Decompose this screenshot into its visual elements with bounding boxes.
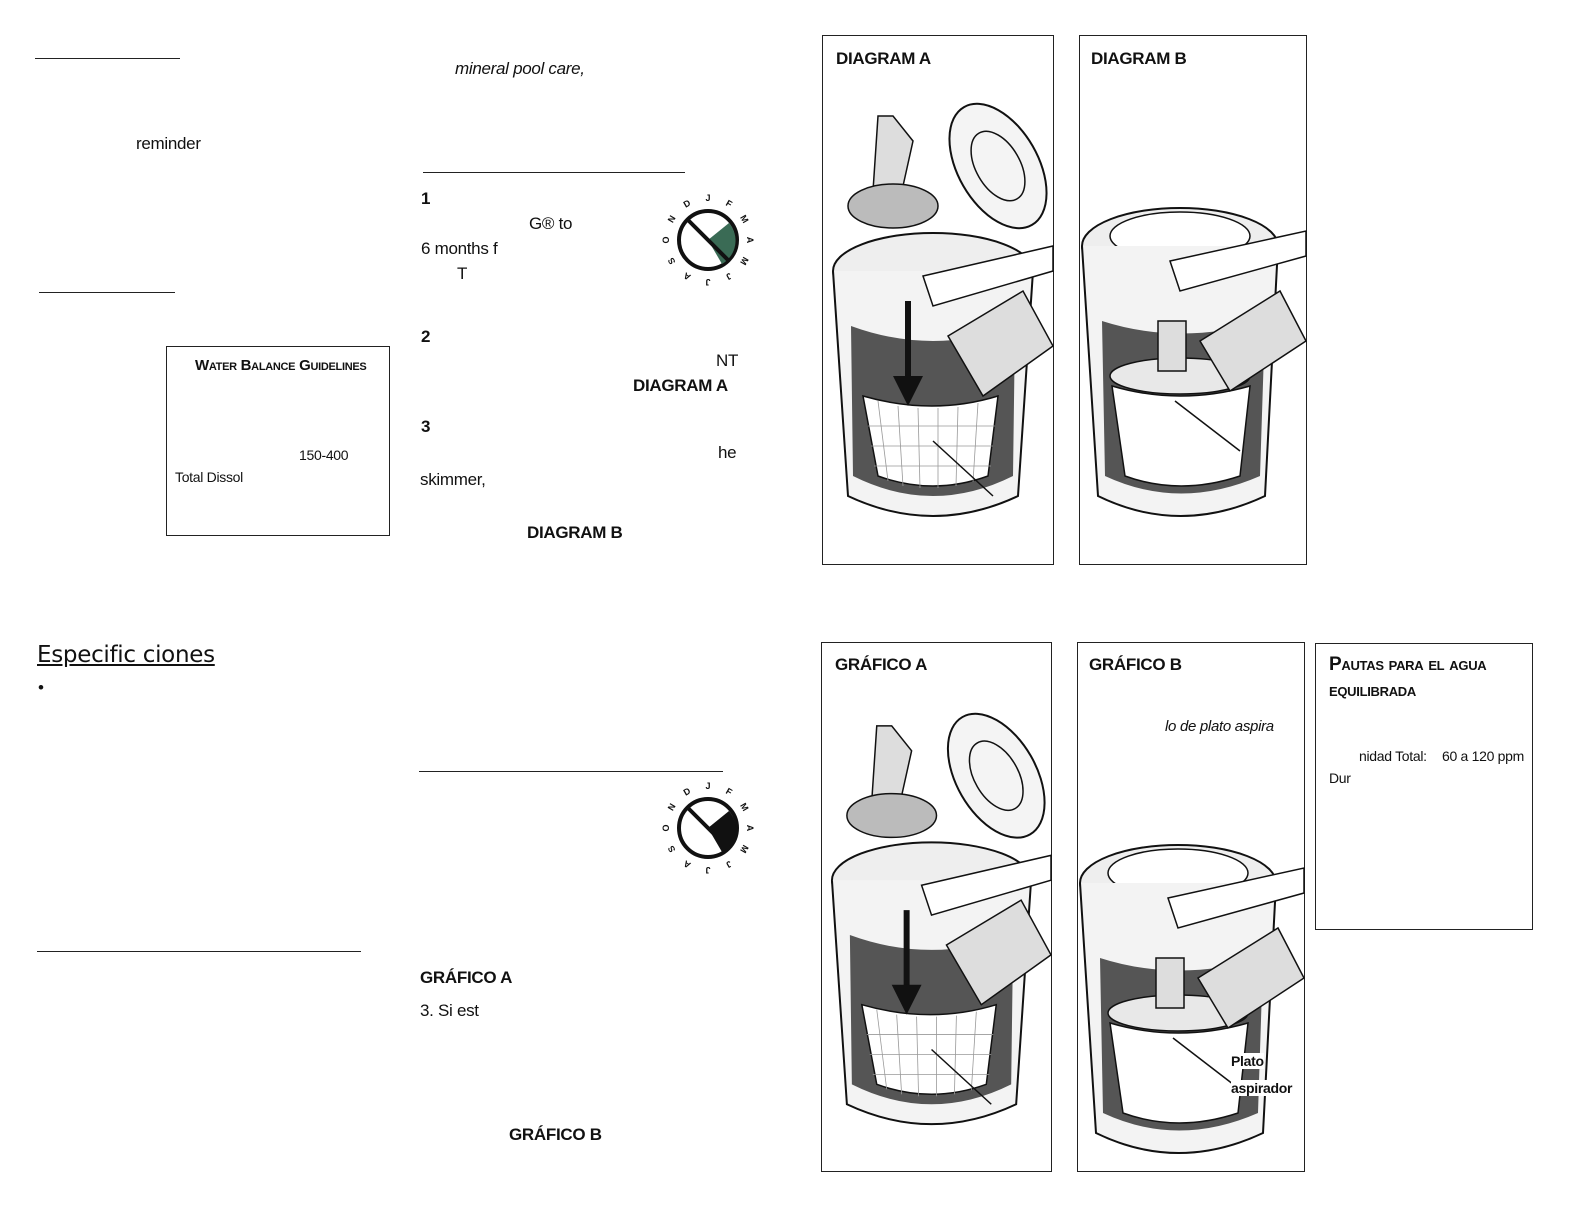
- pautas-title-line2: equilibrada: [1329, 680, 1416, 701]
- intro-italic-text: mineral pool care,: [455, 59, 585, 78]
- reminder-text: reminder: [136, 134, 201, 153]
- grafico-b-ref: GRÁFICO B: [509, 1125, 602, 1144]
- step3-diagram-ref: DIAGRAM B: [527, 523, 623, 542]
- top-left-rule-1: [35, 58, 180, 59]
- svg-text:M: M: [738, 255, 750, 266]
- step3-line1: he: [718, 443, 737, 462]
- step2-diagram-ref: DIAGRAM A: [633, 376, 728, 395]
- skimmer-basket-illustration-es: [830, 712, 1052, 1126]
- svg-text:O: O: [661, 236, 671, 243]
- especificaciones-heading: Especific ciones: [37, 642, 215, 668]
- water-balance-row-label: Total Dissol: [175, 469, 243, 485]
- step1-line2: 6 months f: [421, 239, 498, 258]
- calendar-dial-icon-bottom: J F M A M J J A S O N D: [661, 781, 755, 875]
- skimmer-basket-illustration: [832, 102, 1054, 517]
- calendar-dial-icon: J F M A M J J A S O N D: [661, 193, 755, 287]
- plato-label-line2: aspirador: [1231, 1080, 1293, 1096]
- svg-text:N: N: [666, 802, 678, 813]
- grafico-b-title: GRÁFICO B: [1089, 655, 1182, 674]
- plato-label-line1: Plato: [1231, 1053, 1264, 1069]
- svg-text:M: M: [738, 213, 750, 224]
- diagram-a-box: DIAGRAM A: [822, 35, 1054, 565]
- pautas-row2-label: Dur: [1329, 770, 1351, 786]
- svg-text:F: F: [724, 198, 734, 210]
- grafico-b-caption: lo de plato aspira: [1165, 718, 1274, 735]
- bullet-point: •: [38, 678, 44, 697]
- grafico-b-box: GRÁFICO B lo de plato aspira Plato aspir…: [1077, 642, 1305, 1172]
- bottom-middle-rule: [419, 771, 723, 772]
- svg-text:S: S: [666, 844, 678, 854]
- svg-text:S: S: [666, 256, 678, 266]
- svg-text:J: J: [705, 781, 710, 791]
- top-left-rule-2: [39, 292, 175, 293]
- svg-text:D: D: [682, 197, 693, 209]
- step1-line3: T: [457, 264, 468, 283]
- step2-line1: NT: [716, 351, 739, 370]
- svg-text:O: O: [661, 824, 671, 831]
- svg-text:A: A: [681, 270, 692, 282]
- svg-text:N: N: [666, 214, 678, 225]
- skimmer-vacuum-plate-illustration: [1081, 207, 1307, 517]
- svg-text:M: M: [738, 843, 750, 854]
- svg-text:A: A: [745, 825, 755, 832]
- skimmer-vacuum-plate-illustration-es: [1079, 844, 1305, 1154]
- svg-text:J: J: [705, 193, 710, 203]
- water-balance-value: 150-400: [299, 447, 349, 463]
- top-middle-rule: [423, 172, 685, 173]
- bottom-left-rule: [37, 951, 361, 952]
- pautas-box: Pautas para el agua equilibrada nidad To…: [1315, 643, 1533, 930]
- svg-text:F: F: [724, 786, 734, 798]
- pautas-row1-value: 60 a 120 ppm: [1442, 748, 1525, 764]
- water-balance-box: Water Balance Guidelines 150-400 Total D…: [166, 346, 390, 536]
- step3-line2: skimmer,: [420, 470, 486, 489]
- svg-text:J: J: [705, 865, 710, 875]
- grafico-a-title: GRÁFICO A: [835, 655, 928, 674]
- step1-line1: G® to: [529, 214, 573, 233]
- grafico-a-box: GRÁFICO A: [821, 642, 1052, 1172]
- diagram-a-title: DIAGRAM A: [836, 49, 931, 68]
- svg-text:J: J: [705, 277, 710, 287]
- bottom-step3-text: 3. Si est: [420, 1001, 479, 1020]
- svg-text:A: A: [745, 237, 755, 244]
- pautas-row1-label: nidad Total:: [1359, 748, 1427, 764]
- pautas-title-line1: Pautas para el agua: [1329, 654, 1487, 675]
- diagram-b-title: DIAGRAM B: [1091, 49, 1187, 68]
- svg-text:J: J: [724, 271, 733, 282]
- step3-number: 3: [421, 417, 431, 436]
- step1-number: 1: [421, 189, 431, 208]
- step2-number: 2: [421, 327, 431, 346]
- svg-text:J: J: [724, 859, 733, 870]
- svg-text:D: D: [682, 785, 693, 797]
- grafico-a-ref: GRÁFICO A: [420, 968, 513, 987]
- svg-text:M: M: [738, 801, 750, 812]
- water-balance-title: Water Balance Guidelines: [195, 357, 367, 374]
- svg-text:A: A: [681, 858, 692, 870]
- diagram-b-box: DIAGRAM B: [1079, 35, 1307, 565]
